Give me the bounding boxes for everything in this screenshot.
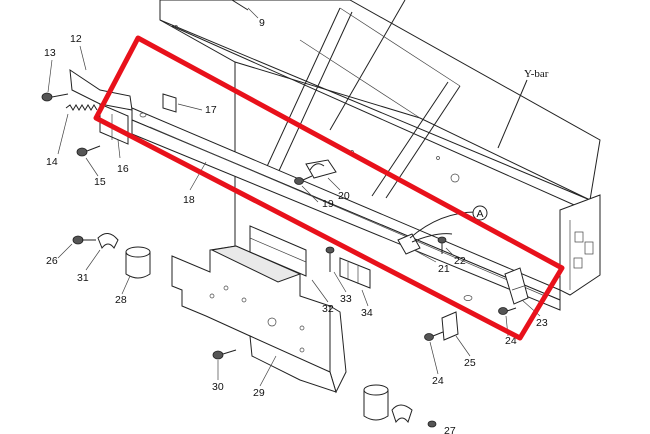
label-part-26: 26 bbox=[46, 255, 58, 267]
label-part-16: 16 bbox=[117, 163, 129, 175]
label-part-31: 31 bbox=[77, 272, 89, 284]
label-part-28: 28 bbox=[115, 294, 127, 306]
label-part-25: 25 bbox=[464, 357, 476, 369]
callout-a: A bbox=[477, 208, 484, 220]
connector-21-assembly: A bbox=[397, 205, 488, 255]
label-part-34: 34 bbox=[361, 307, 373, 319]
label-part-32: 32 bbox=[322, 303, 334, 315]
right-bracket-assembly bbox=[424, 267, 529, 341]
leader-lines bbox=[47, 7, 541, 387]
label-part-13: 13 bbox=[44, 47, 56, 59]
label-part-27: 27 bbox=[444, 425, 456, 434]
label-part-30: 30 bbox=[212, 381, 224, 393]
label-part-21: 21 bbox=[438, 263, 450, 275]
main-plate-29 bbox=[171, 225, 371, 394]
label-part-24-right: 24 bbox=[505, 335, 517, 347]
left-bracket-assembly bbox=[41, 68, 177, 157]
screw-15 bbox=[76, 145, 101, 157]
label-part-18: 18 bbox=[183, 194, 195, 206]
highlight-outline bbox=[93, 35, 565, 341]
label-part-22: 22 bbox=[454, 255, 466, 267]
label-part-23: 23 bbox=[536, 317, 548, 329]
label-part-29: 29 bbox=[253, 387, 265, 399]
label-y-bar: Y-bar bbox=[524, 68, 549, 80]
long-bar-18 bbox=[131, 107, 561, 311]
label-part-9: 9 bbox=[259, 17, 265, 29]
label-part-15: 15 bbox=[94, 176, 106, 188]
roller-parts-left bbox=[72, 233, 151, 279]
clip-20-and-screw-19 bbox=[294, 159, 337, 185]
screw-13 bbox=[41, 92, 69, 102]
label-part-14: 14 bbox=[46, 156, 58, 168]
part-number-labels: 9 12 13 14 15 16 17 18 19 20 21 22 23 24… bbox=[44, 17, 549, 434]
label-part-19: 19 bbox=[322, 198, 334, 210]
label-part-33: 33 bbox=[340, 293, 352, 305]
roller-parts-bottom bbox=[363, 384, 437, 428]
label-part-12: 12 bbox=[70, 33, 82, 45]
label-part-24-bottom: 24 bbox=[432, 375, 444, 387]
label-part-20: 20 bbox=[338, 190, 350, 202]
label-part-17: 17 bbox=[205, 104, 217, 116]
